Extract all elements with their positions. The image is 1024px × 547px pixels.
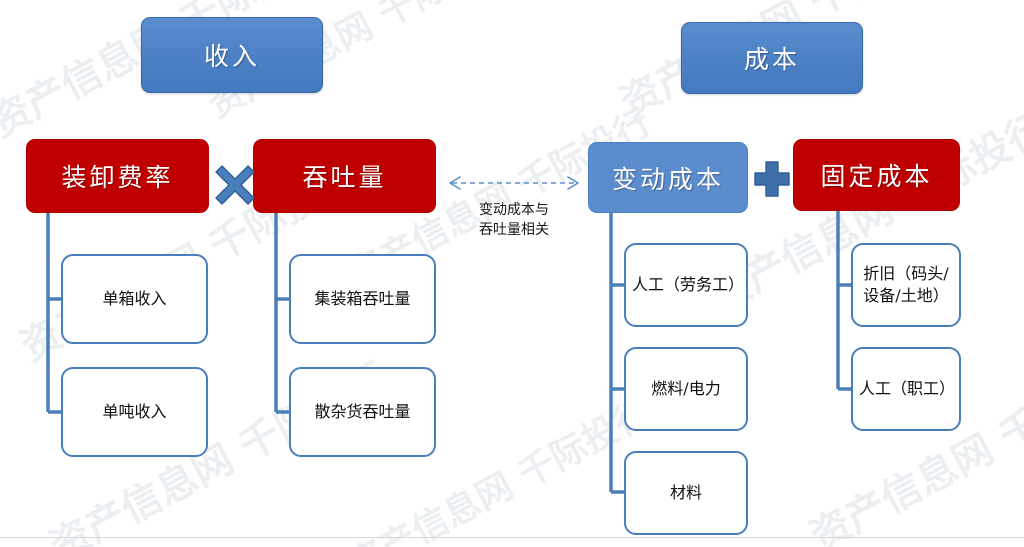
plus-operator: [753, 160, 791, 198]
node-rate[interactable]: 装卸费率: [26, 139, 209, 213]
node-fixed-cost-label: 固定成本: [820, 162, 933, 191]
leaf-labor-staff[interactable]: 人工（职工）: [851, 347, 961, 431]
leaf-depreciation[interactable]: 折旧（码头/ 设备/土地）: [851, 243, 961, 327]
node-variable-cost-label: 变动成本: [611, 164, 724, 194]
relation-arrow: [449, 176, 579, 190]
node-throughput[interactable]: 吞吐量: [253, 139, 436, 213]
multiply-operator: [213, 163, 257, 207]
node-fixed-cost[interactable]: 固定成本: [793, 139, 960, 211]
leaf-materials[interactable]: 材料: [624, 451, 748, 535]
header-cost-label: 成本: [743, 45, 800, 74]
leaf-rev-per-ton[interactable]: 单吨收入: [61, 367, 208, 457]
bottom-divider: [0, 537, 1024, 538]
leaf-fuel-power-label: 燃料/电力: [651, 379, 721, 399]
header-cost[interactable]: 成本: [681, 22, 863, 94]
leaf-fuel-power[interactable]: 燃料/电力: [624, 347, 748, 431]
leaf-breakbulk-throughput-label: 散杂货吞吐量: [314, 402, 411, 422]
node-rate-label: 装卸费率: [61, 163, 174, 192]
leaf-labor-staff-label: 人工（职工）: [859, 379, 956, 399]
leaf-labor-dispatch-label: 人工（劳务工）: [632, 275, 745, 295]
leaf-container-throughput-label: 集装箱吞吐量: [314, 289, 411, 309]
leaf-rev-per-ton-label: 单吨收入: [102, 402, 167, 422]
relation-note: 变动成本与 吞吐量相关: [479, 202, 549, 239]
node-throughput-label: 吞吐量: [302, 163, 387, 192]
leaf-breakbulk-throughput[interactable]: 散杂货吞吐量: [289, 367, 436, 457]
header-revenue-label: 收入: [203, 42, 260, 71]
leaf-materials-label: 材料: [669, 483, 702, 503]
leaf-rev-per-box-label: 单箱收入: [102, 289, 167, 309]
node-variable-cost[interactable]: 变动成本: [588, 142, 748, 213]
leaf-rev-per-box[interactable]: 单箱收入: [61, 254, 208, 344]
leaf-depreciation-label: 折旧（码头/ 设备/土地）: [863, 264, 949, 305]
header-revenue[interactable]: 收入: [141, 17, 323, 93]
leaf-container-throughput[interactable]: 集装箱吞吐量: [289, 254, 436, 344]
leaf-labor-dispatch[interactable]: 人工（劳务工）: [624, 243, 748, 327]
